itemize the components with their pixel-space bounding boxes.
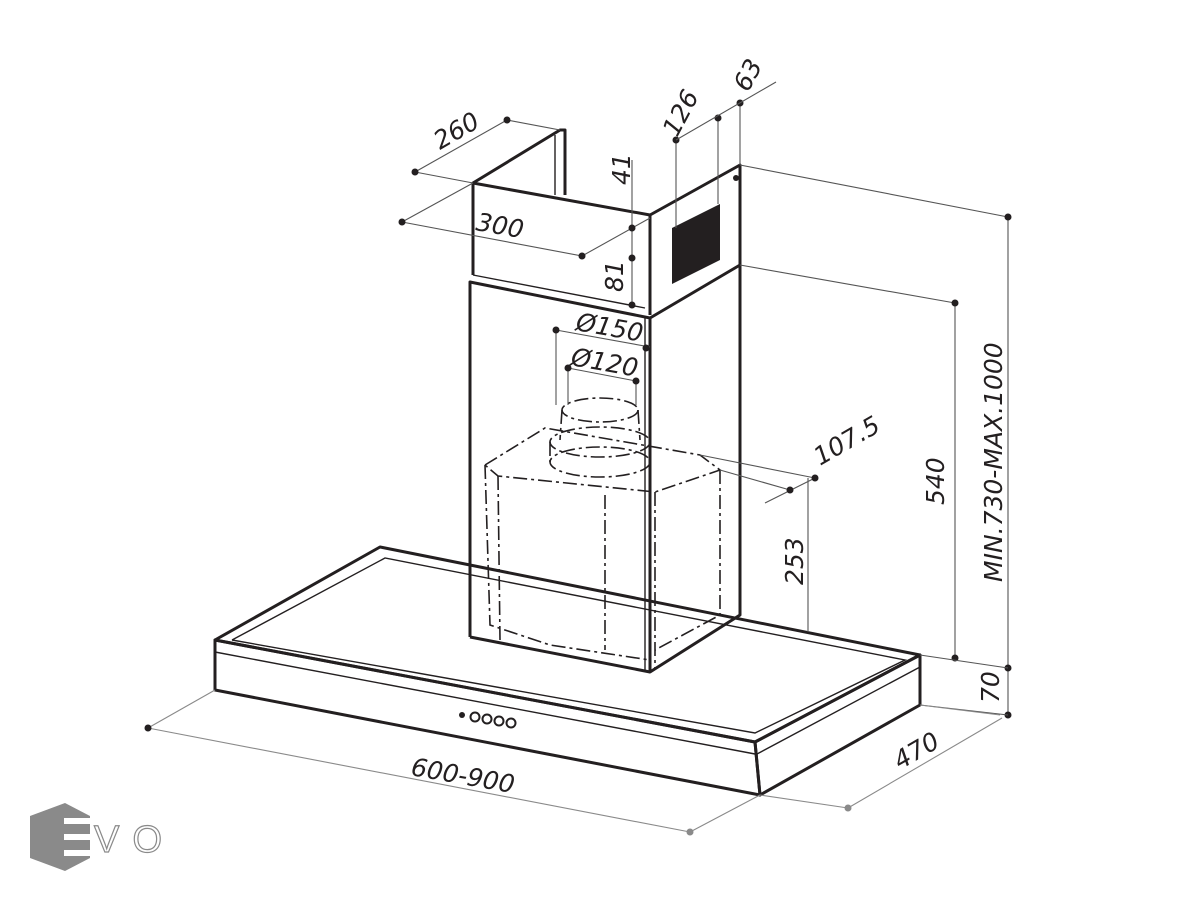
dim-81: 81 xyxy=(600,260,629,292)
lower-chimney xyxy=(468,263,742,674)
dim-300: 300 xyxy=(474,207,526,244)
dim-d120: Ø120 xyxy=(568,342,640,382)
motor-housing-hidden xyxy=(484,397,722,668)
dim-107-5: 107.5 xyxy=(809,410,885,471)
dim-total-height: MIN.730-MAX.1000 xyxy=(979,342,1008,582)
dim-70: 70 xyxy=(976,671,1005,703)
vent-grille xyxy=(672,204,720,284)
dim-260: 260 xyxy=(429,106,485,155)
dim-540: 540 xyxy=(921,457,950,505)
control-buttons xyxy=(459,711,517,729)
dim-600-900: 600-900 xyxy=(409,752,517,799)
dim-126: 126 xyxy=(657,85,705,141)
evo-logo: VO xyxy=(30,803,163,871)
dim-253: 253 xyxy=(780,537,809,585)
logo-text: VO xyxy=(94,819,162,861)
dim-41: 41 xyxy=(607,153,636,185)
dim-d150: Ø150 xyxy=(573,307,645,347)
dimension-lines xyxy=(144,81,1012,836)
canopy xyxy=(213,545,922,797)
